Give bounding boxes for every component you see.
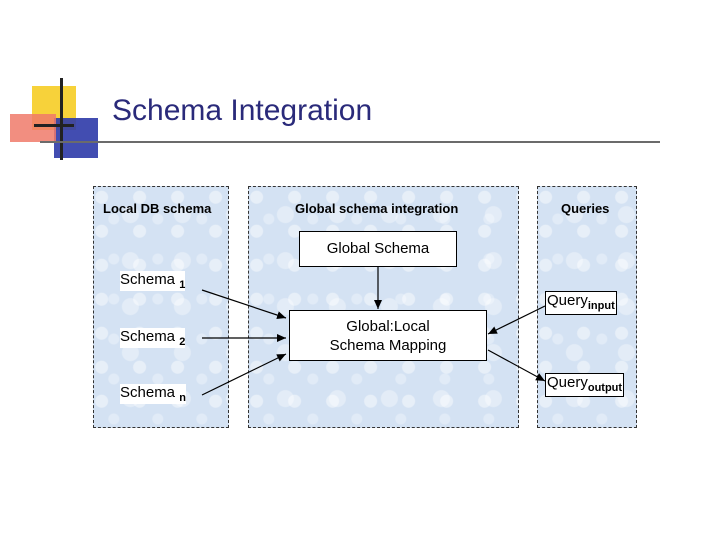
schema-1-label: Schema bbox=[120, 271, 176, 288]
queries-heading: Queries bbox=[561, 201, 610, 216]
query-output-label: Query bbox=[547, 374, 588, 391]
query-input-label: Query bbox=[547, 292, 588, 309]
schema-2-subscript: 2 bbox=[179, 336, 186, 348]
schema-2-node: Schema 2 bbox=[120, 328, 186, 348]
global-schema-label: Global Schema bbox=[326, 240, 430, 257]
query-input-subscript: input bbox=[587, 300, 615, 312]
mapping-line-2: Schema Mapping bbox=[329, 337, 447, 354]
global-integration-heading: Global schema integration bbox=[295, 201, 459, 216]
slide-title: Schema Integration bbox=[112, 94, 373, 127]
schema-mapping-box: Global:Local Schema Mapping bbox=[289, 310, 487, 361]
schema-2-label: Schema bbox=[120, 328, 176, 345]
query-input-node: Queryinput bbox=[545, 291, 617, 315]
global-schema-box: Global Schema bbox=[299, 231, 457, 267]
schema-n-subscript: n bbox=[179, 392, 186, 404]
query-output-subscript: output bbox=[587, 382, 623, 394]
title-underline bbox=[40, 141, 660, 143]
schema-n-label: Schema bbox=[120, 384, 176, 401]
schema-1-subscript: 1 bbox=[179, 279, 186, 291]
query-output-node: Queryoutput bbox=[545, 373, 625, 397]
mapping-line-1: Global:Local bbox=[346, 318, 430, 335]
schema-n-node: Schema n bbox=[120, 384, 186, 404]
schema-1-node: Schema 1 bbox=[120, 271, 186, 291]
local-db-heading: Local DB schema bbox=[103, 201, 212, 216]
slide-logo-icon bbox=[10, 78, 98, 160]
global-integration-panel bbox=[248, 186, 519, 428]
